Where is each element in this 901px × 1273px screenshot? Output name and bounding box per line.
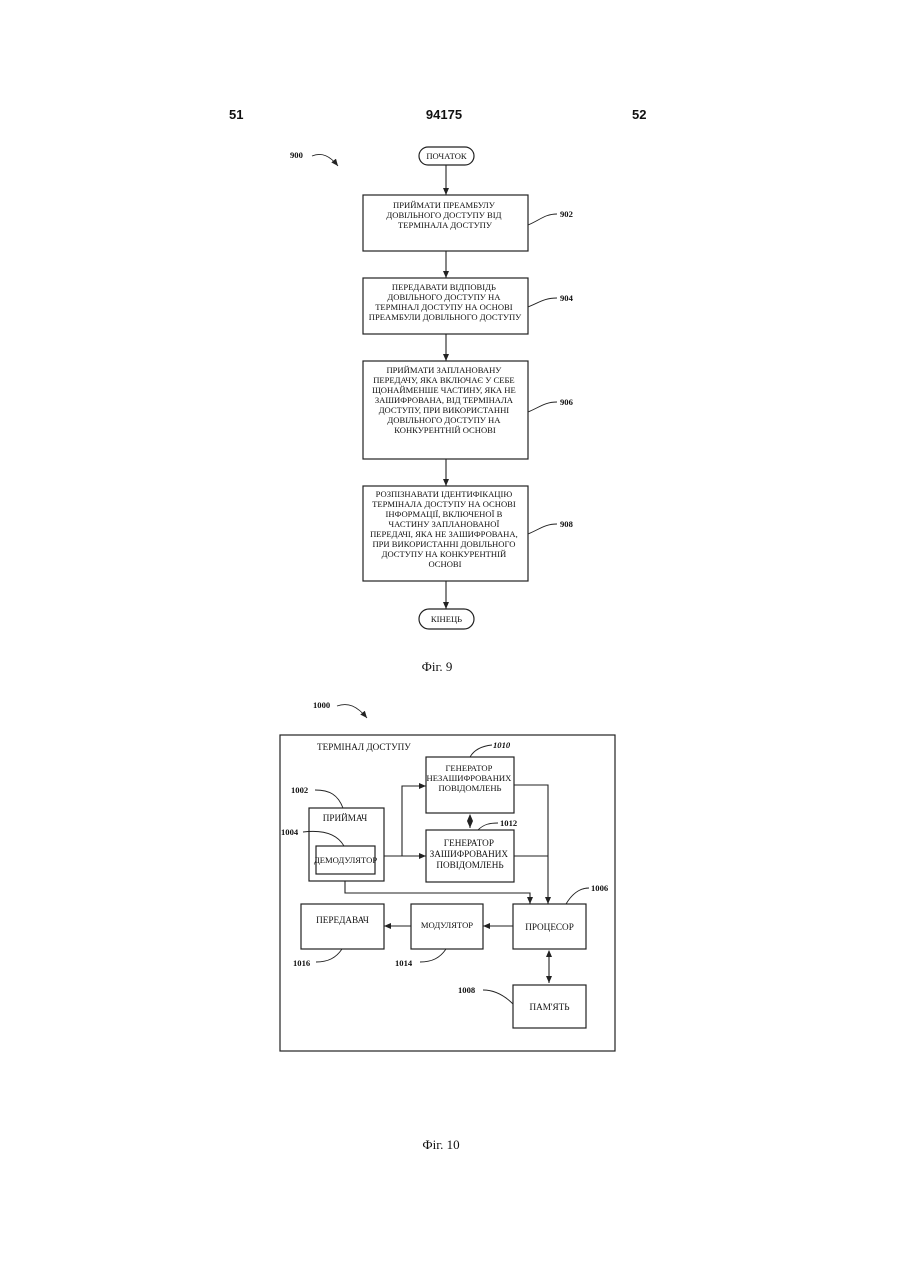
step-906-leader: [528, 402, 557, 412]
step-906-reference: 906: [560, 397, 574, 407]
processor-label: ПРОЦЕСОР: [525, 922, 574, 932]
access-terminal-label: ТЕРМІНАЛ ДОСТУПУ: [317, 742, 411, 752]
receiver-reference: 1002: [291, 785, 308, 795]
demodulator-reference: 1004: [281, 827, 299, 837]
step-904-reference: 904: [560, 293, 574, 303]
fig10-reference-pointer: [337, 705, 367, 719]
fig10-caption: Фіг. 10: [422, 1137, 459, 1152]
memory-reference: 1008: [458, 985, 476, 995]
demodulator-label: ДЕМОДУЛЯТОР: [314, 855, 378, 865]
page-number-left: 51: [229, 107, 243, 122]
step-908-text: РОЗПІЗНАВАТИ ІДЕНТИФІКАЦІЮ ТЕРМІНАЛА ДОС…: [370, 489, 520, 569]
page-number-right: 52: [632, 107, 646, 122]
transmitter-label: ПЕРЕДАВАЧ: [316, 915, 369, 925]
step-908-reference: 908: [560, 519, 574, 529]
step-902-leader: [528, 214, 557, 225]
memory-label: ПАМ'ЯТЬ: [529, 1002, 569, 1012]
figure-10-block-diagram: 1000 ТЕРМІНАЛ ДОСТУПУ ГЕНЕРАТОР НЕЗАШИФР…: [280, 700, 615, 1152]
start-label: ПОЧАТОК: [426, 151, 467, 161]
step-902-text: ПРИЙМАТИ ПРЕАМБУЛУ ДОВІЛЬНОГО ДОСТУПУ ВІ…: [386, 200, 503, 230]
modulator-reference: 1014: [395, 958, 413, 968]
fig10-reference-1000: 1000: [313, 700, 330, 710]
transmitter-box: [301, 904, 384, 949]
encrypted-generator-reference: 1012: [500, 818, 517, 828]
modulator-label: МОДУЛЯТОР: [421, 920, 473, 930]
processor-reference: 1006: [591, 883, 609, 893]
fig9-caption: Фіг. 9: [422, 659, 453, 674]
unencrypted-generator-reference: 1010: [493, 740, 511, 750]
transmitter-reference: 1016: [293, 958, 311, 968]
receiver-label: ПРИЙМАЧ: [323, 813, 367, 823]
step-904-leader: [528, 298, 557, 307]
step-906-text: ПРИЙМАТИ ЗАПЛАНОВАНУ ПЕРЕДАЧУ, ЯКА ВКЛЮЧ…: [372, 365, 518, 435]
end-label: КІНЕЦЬ: [431, 614, 462, 624]
fig9-reference-pointer: [312, 154, 338, 166]
figure-9-flowchart: 900 ПОЧАТОК ПРИЙМАТИ ПРЕАМБУЛУ ДОВІЛЬНОГ…: [290, 147, 574, 674]
step-902-reference: 902: [560, 209, 573, 219]
document-number: 94175: [426, 107, 462, 122]
fig9-reference-900: 900: [290, 150, 303, 160]
step-908-leader: [528, 524, 557, 534]
